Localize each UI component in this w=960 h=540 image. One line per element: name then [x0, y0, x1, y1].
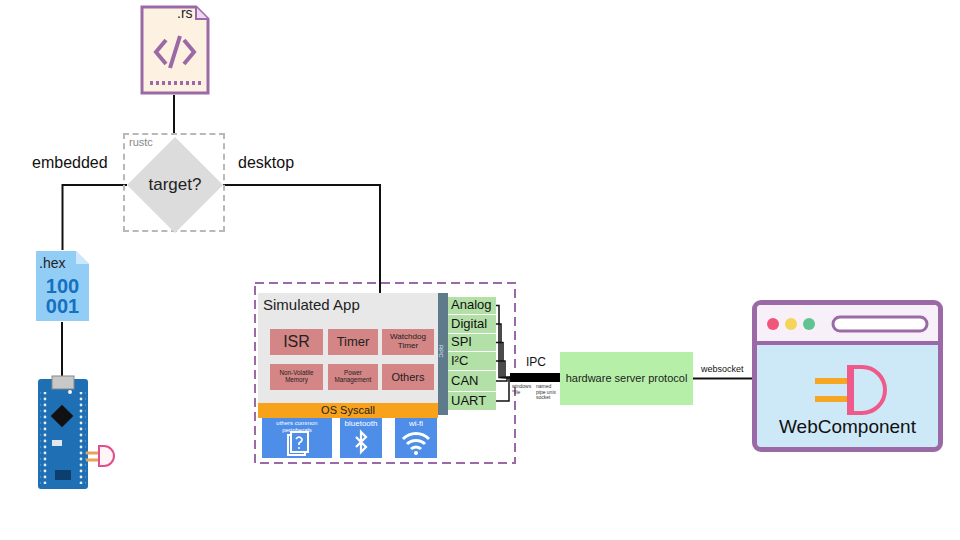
process-box: Power Management [328, 364, 378, 390]
connector [496, 324, 510, 378]
decision-diamond: target? [127, 137, 223, 233]
node-text: UART [451, 394, 486, 408]
hex-file-icon: .hex 100 001 [35, 250, 90, 322]
process-box: ISR [270, 329, 323, 355]
compiler-dashed-box: rustc target? [123, 133, 225, 232]
file-outline [140, 5, 210, 95]
connector [63, 185, 128, 250]
desktop-dashed-box [255, 283, 515, 463]
arduino-board [38, 376, 88, 489]
node-text: OS Syscall [321, 404, 375, 416]
node-text: Others [391, 371, 424, 383]
node-text: others common peripherals [267, 420, 327, 433]
syscall-band: OS Syscall [258, 403, 438, 418]
interface-label: CAN [448, 371, 496, 391]
interface-label: Digital [448, 315, 496, 333]
interface-label: I²C [448, 352, 496, 370]
interface-label: SPI [448, 334, 496, 351]
node-text: SPI [451, 335, 472, 349]
node-text: Watchdog Timer [382, 333, 434, 351]
source-file-icon: .rs [140, 5, 210, 95]
peripheral-box: others common peripherals [262, 418, 332, 458]
node-text: rustc [129, 136, 153, 148]
edge-label: desktop [236, 154, 296, 172]
protocol-box: hardware server protocol [560, 352, 693, 405]
rpc-bar: RPC [438, 293, 448, 415]
connector [496, 378, 510, 382]
node-text: Timer [337, 335, 370, 349]
interface-label: UART [448, 392, 496, 410]
connector [173, 95, 175, 133]
node-text: wi-fi [409, 420, 423, 429]
connector [496, 306, 510, 378]
node-text: .hex [39, 256, 65, 271]
peripheral-box: wi-fi [395, 418, 437, 458]
connector [223, 185, 380, 293]
connector [693, 378, 752, 380]
node-text: Non-Volatile Memory [270, 370, 323, 384]
node-text: I²C [451, 354, 468, 368]
node-text: hardware server protocol [566, 372, 688, 384]
edge-label: embedded [30, 154, 110, 172]
connector [496, 361, 510, 378]
node-text: windows *file [512, 384, 530, 395]
node-text: target? [149, 176, 202, 195]
node-text: bluetooth [345, 420, 378, 429]
browser-window: WebComponent [752, 300, 943, 452]
node-text: Simulated App [263, 297, 360, 314]
hex-to-board-line [61, 322, 63, 378]
node-text: WebComponent [757, 417, 938, 438]
process-box: Non-Volatile Memory [270, 364, 323, 390]
edge-label: websocket [699, 364, 746, 374]
node-text: named pipe unix socket [536, 384, 562, 401]
process-box: Watchdog Timer [382, 329, 434, 355]
ipc-bar: IPCwindows *filenamed pipe unix socket [510, 373, 560, 382]
node-text: IPC [526, 356, 546, 369]
node-text: Analog [451, 298, 491, 312]
node-text: CAN [451, 374, 478, 388]
node-text: ISR [283, 333, 310, 351]
node-text: Power Management [328, 370, 378, 384]
node-text: RPC [437, 345, 444, 358]
peripheral-box: bluetooth [340, 418, 382, 458]
process-box: Timer [328, 329, 378, 355]
connector [496, 343, 510, 378]
led-symbol [86, 446, 114, 466]
simulated-app-box: Simulated AppISR Timer Watchdog TimerNon-V… [258, 293, 438, 403]
connector [496, 378, 510, 402]
interface-label: Analog [448, 297, 496, 314]
node-text: .rs [177, 6, 193, 21]
process-box: Others [382, 364, 434, 390]
node-text: Digital [451, 317, 487, 331]
node-text: 100 001 [40, 276, 85, 316]
